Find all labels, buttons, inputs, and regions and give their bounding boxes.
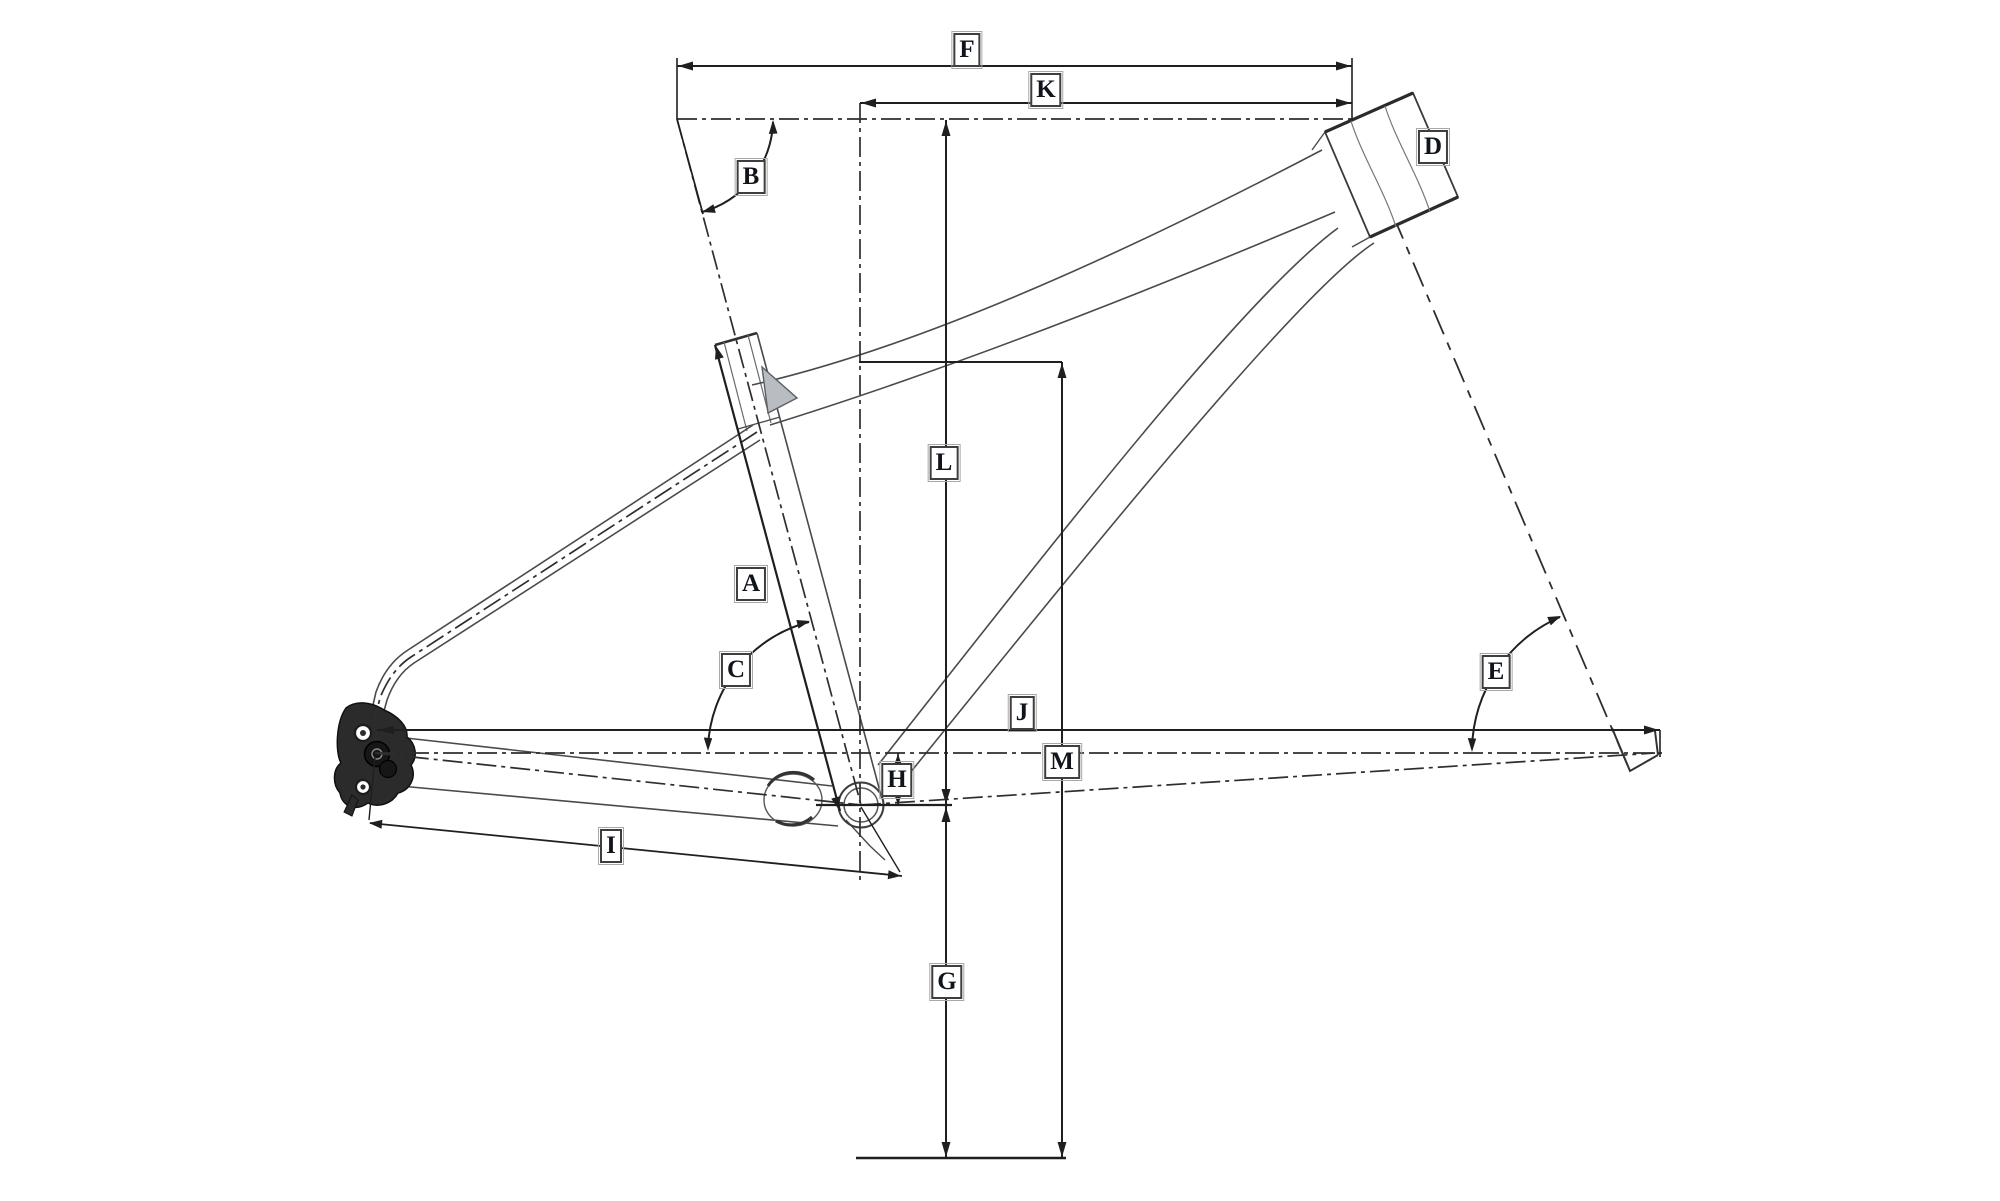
dim-label-A: A [733, 565, 769, 603]
front-dropout [1611, 727, 1659, 773]
dim-label-M: M [1042, 743, 1082, 781]
steering-axis-line [1351, 118, 1631, 772]
chainstay-upper-edge [396, 736, 833, 787]
seat-tube-right-edge [756, 332, 883, 800]
seat-tube-axis [676, 118, 862, 806]
centerlines [373, 103, 1667, 882]
dim-label-L: L [927, 444, 961, 482]
top-tube-lower-edge [769, 211, 1336, 426]
seat-tube-top-face [714, 331, 758, 347]
bb-to-front-axle-centerline [860, 752, 1656, 806]
dim-label-H: H [879, 761, 915, 799]
dimension-lines [368, 58, 1661, 1160]
seat-cluster-gusset [761, 365, 799, 415]
dim-I-line [369, 822, 903, 877]
chainstay-centerline [374, 752, 862, 806]
top-tube-upper-edge [751, 149, 1323, 386]
frame-tubes [369, 149, 1375, 861]
seat-stay-centerline [373, 431, 758, 723]
dimension-arrowheads [369, 61, 1659, 1157]
dim-label-B: B [734, 158, 768, 196]
down-tube-lower-edge [892, 242, 1375, 795]
dim-A-line [713, 344, 842, 812]
dim-label-C: C [718, 651, 754, 689]
dim-label-I: I [598, 827, 624, 865]
dim-label-K: K [1028, 71, 1064, 109]
dim-label-E: E [1479, 653, 1513, 691]
chainstay-lower-edge [399, 785, 839, 827]
down-tube-upper-edge [877, 227, 1339, 766]
seat-stay-upper-edge [369, 424, 754, 719]
dim-label-D: D [1415, 128, 1451, 166]
head-tube [1311, 91, 1460, 248]
dim-label-J: J [1007, 694, 1037, 732]
dim-label-F: F [951, 31, 983, 69]
seat-stay-lower-edge [380, 439, 761, 723]
dim-label-G: G [929, 963, 965, 1001]
